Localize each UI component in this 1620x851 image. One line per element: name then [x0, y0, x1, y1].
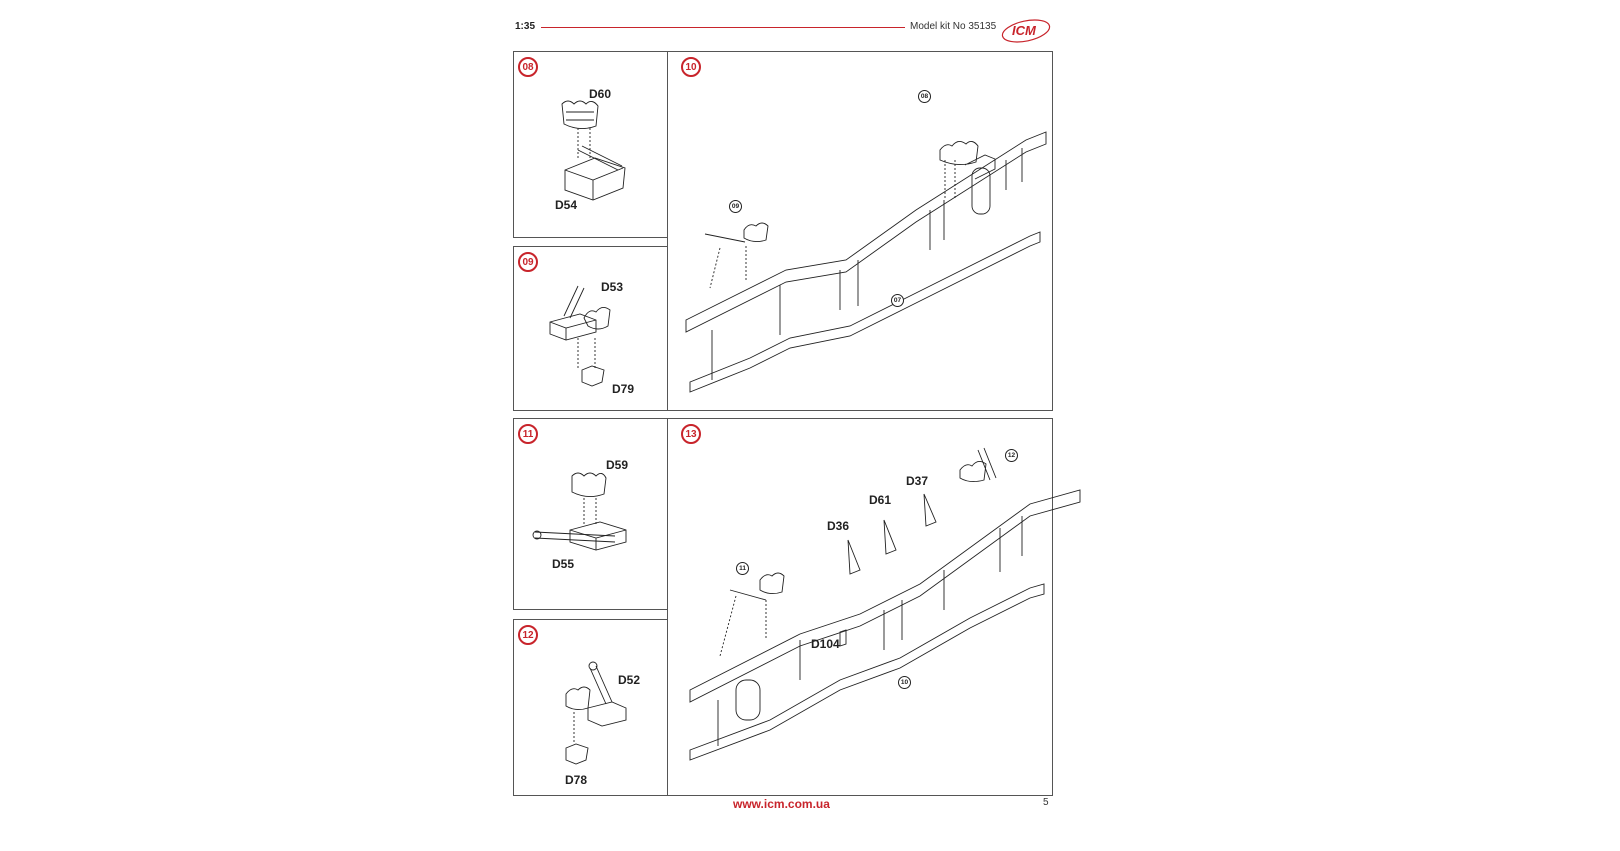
part-label: D78 — [565, 773, 588, 787]
step-09-panel — [513, 246, 668, 411]
subassembly-ref: 09 — [729, 200, 742, 213]
subassembly-ref: 10 — [898, 676, 911, 689]
subassembly-ref: 08 — [918, 90, 931, 103]
part-label: D52 — [618, 673, 641, 687]
step-10-badge: 10 — [681, 57, 701, 77]
part-label: D53 — [601, 280, 624, 294]
part-label: D55 — [552, 557, 575, 571]
svg-text:ICM: ICM — [1012, 23, 1037, 38]
part-label: D79 — [612, 382, 635, 396]
step-11-panel — [513, 418, 668, 610]
subassembly-ref: 12 — [1005, 449, 1018, 462]
part-label: D54 — [555, 198, 578, 212]
step-10-panel — [667, 51, 1053, 411]
step-09-badge: 09 — [518, 252, 538, 272]
scale-label: 1:35 — [515, 21, 536, 32]
subassembly-ref: 07 — [891, 294, 904, 307]
step-13-badge: 13 — [681, 424, 701, 444]
part-label: D60 — [589, 87, 612, 101]
kit-number: Model kit No 35135 — [910, 21, 997, 32]
part-label: D59 — [606, 458, 629, 472]
step-08-panel — [513, 51, 668, 238]
part-label: D36 — [827, 519, 850, 533]
step-12-panel — [513, 619, 668, 796]
step-11-badge: 11 — [518, 424, 538, 444]
page-number: 5 — [1043, 797, 1049, 808]
website-link[interactable]: www.icm.com.ua — [733, 797, 830, 811]
part-label: D104 — [811, 637, 840, 651]
step-08-badge: 08 — [518, 57, 538, 77]
step-12-badge: 12 — [518, 625, 538, 645]
subassembly-ref: 11 — [736, 562, 749, 575]
step-13-panel — [667, 418, 1053, 796]
part-label: D37 — [906, 474, 929, 488]
header-rule — [541, 27, 905, 28]
part-label: D61 — [869, 493, 892, 507]
icm-logo: ICM — [1001, 19, 1051, 43]
